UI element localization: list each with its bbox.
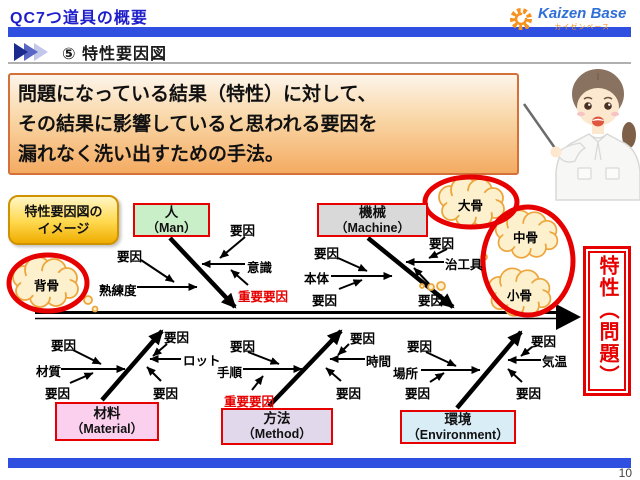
big-bone-oval: [422, 174, 520, 230]
factor-label: 要因: [153, 387, 179, 401]
category-material-en: （Material）: [70, 422, 144, 436]
important-factor-label: 重要要因: [238, 290, 289, 304]
category-material-jp: 材料: [93, 406, 121, 421]
big-bone-label: 大骨: [458, 199, 484, 213]
category-material: 材料 （Material）: [55, 402, 159, 441]
middle-small-bone-oval: [480, 204, 576, 318]
factor-label: 要因: [407, 340, 433, 354]
pointer-stick: [522, 103, 559, 152]
factor-label: 要因: [230, 224, 256, 238]
man-branches: [137, 236, 249, 291]
category-method-jp: 方法: [263, 411, 291, 426]
big-bones: [100, 236, 523, 410]
effect-box: 特性（問題）: [583, 246, 631, 396]
factor-label: 要因: [531, 335, 557, 349]
environment-branches: [421, 346, 541, 383]
factor-label: 要因: [312, 294, 338, 308]
category-environment: 環境 （Environment）: [400, 410, 516, 444]
factor-label: 要因: [350, 332, 376, 346]
factor-label: 要因: [230, 340, 256, 354]
middle-small-bone-clouds: [419, 209, 559, 317]
factor-label: 要因: [45, 387, 71, 401]
effect-label: 特性（問題）: [596, 255, 618, 387]
footer-bar: [8, 458, 631, 468]
cause-body-label: 本体: [304, 272, 330, 286]
chevron-arrows-icon: [14, 43, 48, 61]
category-machine-en: （Machine）: [334, 220, 410, 235]
factor-label: 要因: [516, 387, 542, 401]
cause-skill-label: 熟練度: [99, 284, 137, 298]
small-bone-label: 小骨: [507, 289, 533, 303]
category-man: 人 （Man）: [133, 203, 210, 237]
cause-temperature-label: 気温: [542, 355, 568, 369]
category-environment-jp: 環境: [444, 411, 472, 427]
effect-box-inner: 特性（問題）: [588, 251, 626, 391]
page-number: 10: [618, 466, 632, 480]
spine-bone-label: 背骨: [34, 279, 60, 293]
raised-arm: [556, 142, 587, 163]
kaizen-base-logo: Kaizen Base カイゼンベース: [508, 6, 626, 32]
cause-time-label: 時間: [366, 355, 392, 369]
category-method: 方法 （Method）: [221, 408, 333, 445]
logo-name: Kaizen Base: [538, 5, 627, 22]
cause-procedure-label: 手順: [217, 366, 243, 380]
important-factor-label: 重要要因: [224, 395, 275, 409]
factor-label: 要因: [51, 339, 77, 353]
cause-awareness-label: 意識: [247, 261, 273, 275]
category-method-en: （Method）: [242, 427, 312, 441]
cause-quality-label: 材質: [36, 365, 62, 379]
factor-label: 要因: [336, 387, 362, 401]
category-man-en: （Man）: [146, 220, 197, 235]
middle-bone-label: 中骨: [513, 231, 539, 245]
image-label-line2: イメージ: [37, 221, 90, 236]
factor-label: 要因: [117, 250, 143, 264]
factor-label: 要因: [418, 294, 444, 308]
cause-jig-label: 治工具: [445, 258, 483, 272]
spine-oval: [6, 252, 90, 314]
page-title: QC7つ道具の概要: [10, 10, 148, 27]
section-header: ⑤ 特性要因図: [14, 40, 167, 64]
section-title: ⑤ 特性要因図: [62, 46, 167, 63]
cause-place-label: 場所: [393, 367, 419, 381]
spine-line: [35, 304, 581, 330]
material-branches: [61, 343, 181, 384]
spine-arrowhead: [556, 304, 581, 330]
method-branches: [243, 343, 365, 391]
divider-line: [8, 62, 631, 64]
category-machine: 機械 （Machine）: [317, 203, 428, 237]
red-ovals: [6, 174, 576, 318]
cause-lot-label: ロット: [183, 354, 221, 368]
factor-label: 要因: [164, 331, 190, 345]
gear-icon: [510, 8, 532, 30]
factor-label: 要因: [405, 387, 431, 401]
category-man-jp: 人: [164, 204, 179, 220]
description-line: 漏れなく洗い出すための手法。: [18, 144, 285, 165]
machine-branches: [331, 248, 448, 290]
header-bar: [8, 27, 631, 37]
factor-label: 要因: [429, 237, 455, 251]
description-box: 問題になっている結果（特性）に対して、 その結果に影響していると思われる要因を …: [8, 73, 519, 175]
image-label-line1: 特性要因図の: [24, 204, 103, 219]
factor-label: 要因: [314, 247, 340, 261]
hand: [550, 146, 562, 158]
diagram-image-label: 特性要因図の イメージ: [8, 195, 119, 245]
presenter-illustration: [522, 69, 640, 201]
description-line: 問題になっている結果（特性）に対して、: [18, 84, 377, 105]
category-machine-jp: 機械: [359, 204, 386, 220]
description-line: その結果に影響していると思われる要因を: [18, 114, 378, 135]
logo-subtitle: カイゼンベース: [554, 24, 611, 31]
category-environment-en: （Environment）: [407, 427, 509, 442]
